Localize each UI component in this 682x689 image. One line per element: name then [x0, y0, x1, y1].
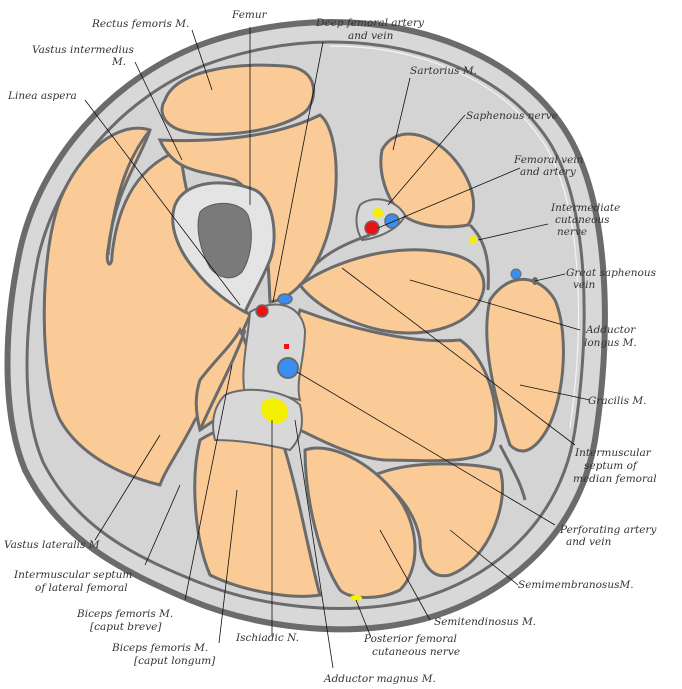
- sartorius-septum: [468, 223, 490, 291]
- label-rectus-femoris: Rectus femoris M.: [91, 18, 189, 30]
- perforating-vein: [277, 357, 299, 379]
- label-femoral-vein-2: and artery: [520, 166, 577, 178]
- label-linea-aspera: Linea aspera: [7, 90, 77, 102]
- label-femoral-vein-1: Femoral vein: [513, 154, 584, 166]
- medial-septum-upper: [313, 233, 371, 267]
- leader-lines: [84, 27, 591, 669]
- label-septum-median-2: septum of: [584, 460, 639, 472]
- femoral-vein: [384, 213, 400, 229]
- deep-femoral-vein: [277, 293, 293, 305]
- sartorius-muscle: [379, 132, 476, 229]
- vastus-septum: [106, 129, 152, 256]
- label-vastus-intermedius-2: M.: [111, 56, 126, 68]
- label-vastus-lateralis: Vastus lateralis M: [4, 539, 100, 551]
- posterior-septum: [242, 303, 307, 402]
- label-ischiadic: Ischiadic N.: [235, 632, 299, 644]
- perforating-artery: [284, 344, 289, 349]
- label-posterior-cutaneous-1: Posterior femoral: [363, 633, 457, 645]
- label-posterior-cutaneous-2: cutaneous nerve: [372, 646, 460, 658]
- label-vastus-intermedius-1: Vastus intermedius: [32, 44, 135, 56]
- label-sartorius: Sartorius M.: [410, 65, 477, 77]
- label-great-saphenous-1: Great saphenous: [566, 267, 657, 279]
- fascia-highlight: [329, 45, 579, 429]
- label-perforating-2: and vein: [566, 536, 612, 548]
- label-perforating-1: Perforating artery: [559, 524, 657, 536]
- label-adductor-longus-2: longus M.: [584, 337, 637, 349]
- label-saphenous-nerve: Saphenous nerve: [466, 110, 558, 122]
- label-biceps-longum-2: [caput longum]: [134, 655, 216, 667]
- intermediate-cutaneous-nerve: [469, 236, 477, 244]
- label-intermediate-cutaneous-2: cutaneous: [555, 214, 610, 226]
- rectus-femoris-muscle: [160, 63, 316, 136]
- label-deep-femoral-2: and vein: [348, 30, 394, 42]
- lateral-septum: [198, 329, 247, 431]
- label-femur: Femur: [231, 9, 268, 21]
- semimembranosus-muscle: [372, 462, 505, 578]
- label-biceps-breve-1: Biceps femoris M.: [76, 608, 173, 620]
- label-semitendinosus: Semitendinosus M.: [434, 616, 536, 628]
- label-biceps-longum-1: Biceps femoris M.: [111, 642, 208, 654]
- posterior-femoral-cutaneous-nerve: [350, 595, 362, 601]
- semitendinosus-muscle: [303, 446, 417, 599]
- label-deep-femoral-1: Deep femoral artery: [315, 17, 425, 29]
- label-semimembranosus: SemimembranosusM.: [518, 579, 634, 591]
- label-gracilis: Gracilis M.: [588, 395, 646, 407]
- label-adductor-magnus: Adductor magnus M.: [323, 673, 436, 685]
- femur-marrow: [197, 202, 252, 279]
- label-septum-lateral-2: of lateral femoral: [35, 582, 128, 594]
- label-septum-median-3: median femoral: [573, 473, 657, 485]
- label-septum-lateral-1: Intermuscular septum: [13, 569, 132, 581]
- label-intermediate-cutaneous-3: nerve: [557, 226, 587, 238]
- label-biceps-breve-2: [caput breve]: [90, 621, 162, 633]
- ischiadic-nerve: [260, 398, 289, 424]
- saphenous-nerve: [373, 208, 383, 218]
- ischiadic-region: [212, 388, 303, 452]
- label-adductor-longus-1: Adductor: [585, 324, 636, 336]
- great-saphenous-vein: [510, 268, 522, 280]
- label-intermediate-cutaneous-1: Intermediate: [550, 202, 620, 214]
- deep-femoral-artery: [255, 304, 269, 318]
- median-septum-lower: [498, 444, 527, 501]
- gracilis-muscle: [485, 277, 565, 453]
- label-septum-median-1: Intermuscular: [574, 447, 652, 459]
- label-great-saphenous-2: vein: [573, 279, 596, 291]
- femoral-artery: [364, 220, 380, 236]
